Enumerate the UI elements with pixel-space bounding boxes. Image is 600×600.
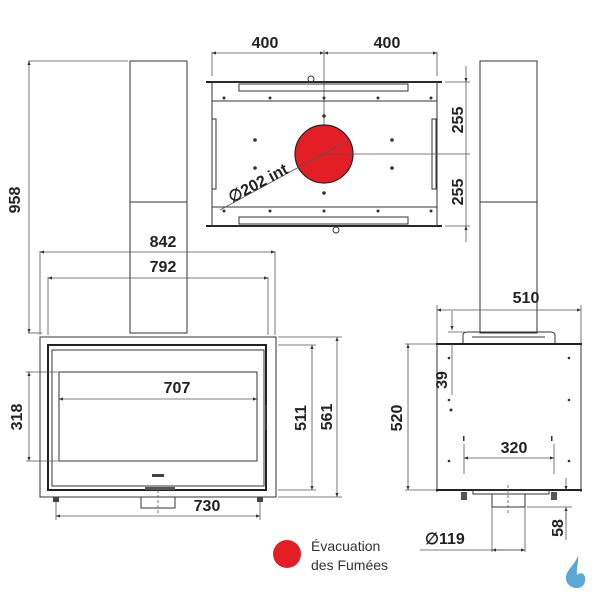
dim-outlet-height: 58: [550, 519, 567, 537]
legend: Évacuation des Fumées: [273, 538, 388, 573]
dim-flue-diameter: ∅202 int: [226, 161, 292, 207]
legend-red-dot: [273, 540, 301, 568]
dim-glass-height: 318: [9, 404, 26, 431]
dim-outer-width: 842: [150, 234, 177, 251]
dim-outer-height: 561: [319, 404, 336, 431]
dim-glass-width: 707: [164, 380, 191, 397]
legend-line-1: Évacuation: [311, 538, 380, 554]
dim-top-width-right: 400: [374, 35, 401, 52]
dim-inner-width: 792: [150, 259, 177, 276]
dim-top-width-left: 400: [252, 35, 279, 52]
front-view: 958 842 792 707 318 511: [7, 60, 342, 520]
water-drop-logo-icon: [566, 556, 586, 588]
top-view: 400 400 ∅202 int 255: [206, 35, 470, 242]
dim-inner-height: 511: [293, 405, 310, 431]
dim-side-depth: 510: [513, 290, 540, 307]
dim-outlet-diameter: ∅119: [425, 531, 465, 548]
dim-side-feet-spacing: 320: [501, 440, 528, 457]
dim-side-height: 520: [389, 405, 406, 432]
dim-feet-spacing: 730: [194, 498, 221, 515]
dim-top-depth-lower: 255: [450, 179, 467, 206]
dim-top-offset: 39: [434, 371, 451, 389]
dim-total-height: 958: [7, 187, 24, 214]
legend-line-2: des Fumées: [311, 557, 388, 573]
dim-top-depth-upper: 255: [450, 107, 467, 134]
side-view: 510 39 520 320: [389, 60, 582, 552]
